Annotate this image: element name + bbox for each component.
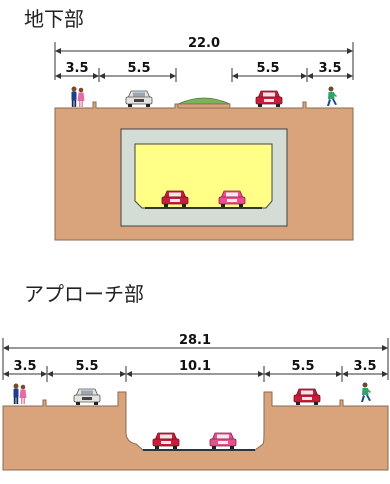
car-red-icon [255,90,283,108]
section-title-approach: アプローチ部 [24,282,144,306]
section-title-underground: 地下部 [24,7,84,31]
dimension-label: 5.5 [127,61,150,76]
car-white-icon [73,388,101,406]
dimension-label: 3.5 [353,359,376,374]
dimension-label: 10.1 [179,359,211,374]
dimension-label: 22.0 [188,36,220,51]
pedestrian-runner-icon [361,382,371,402]
dimension-row-underground: 3.5 5.5 5.5 3.5 [55,61,353,82]
car-red-icon [293,388,321,406]
dimension-label: 3.5 [13,359,36,374]
dimension-row-approach: 3.5 5.5 10.1 5.5 3.5 [3,359,388,382]
pedestrian-couple-icon [13,383,27,404]
dimension-total-approach: 28.1 [2,333,389,380]
car-red-icon [152,432,180,450]
dimension-label: 5.5 [256,61,279,76]
pedestrian-couple-icon [71,86,85,107]
car-pink-icon [209,432,237,450]
pedestrian-runner-icon [327,86,337,106]
dimension-label: 3.5 [318,61,341,76]
dimension-label: 5.5 [75,359,98,374]
earth-block-approach [2,391,389,471]
dimension-label: 28.1 [179,333,211,348]
car-white-icon [125,90,153,108]
dimension-label: 5.5 [291,359,314,374]
dimension-total-underground: 22.0 [54,36,354,80]
dimension-label: 3.5 [65,61,88,76]
tunnel-interior [134,143,273,209]
grass-median-icon [177,97,231,105]
